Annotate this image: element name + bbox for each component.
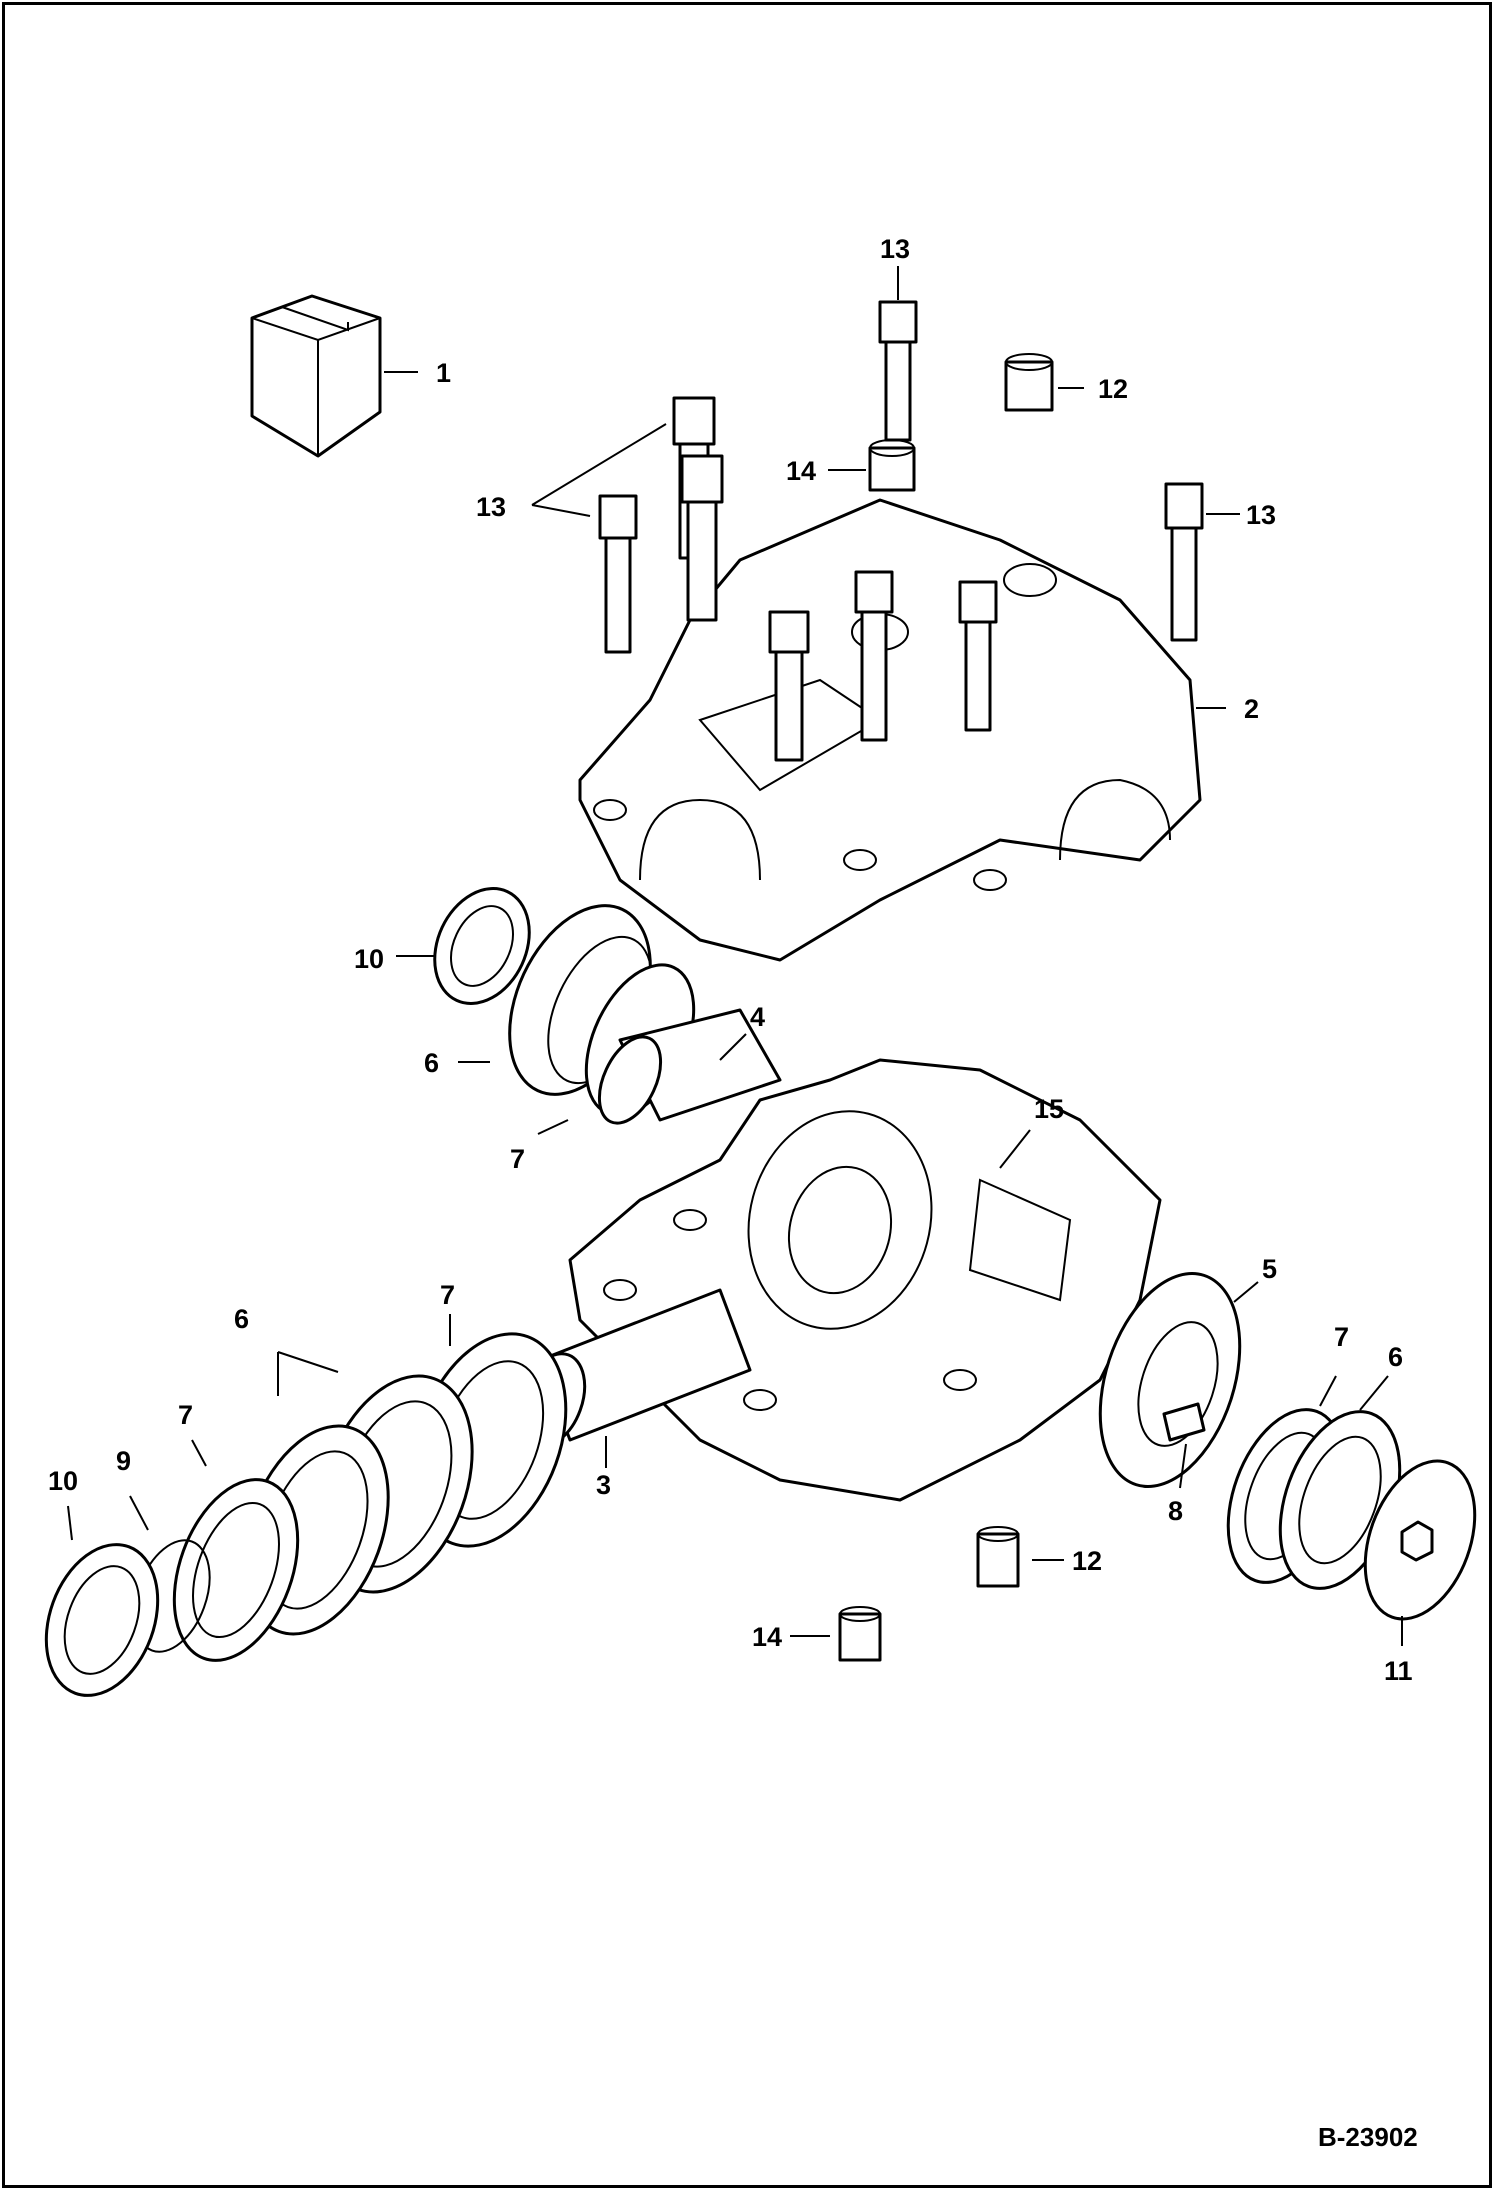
part-8-key <box>1162 1402 1206 1442</box>
callout-12-lower: 12 <box>1072 1546 1102 1576</box>
part-13-bolts <box>598 300 1204 762</box>
callout-13-top: 13 <box>880 234 910 264</box>
callout-6-lower-right: 6 <box>1388 1342 1403 1372</box>
callout-1: 1 <box>436 358 451 388</box>
figure-id: B-23902 <box>1318 2122 1418 2152</box>
callout-15: 15 <box>1034 1094 1064 1124</box>
part-11-nut-cap <box>1363 1459 1477 1621</box>
part-1-kit-box <box>250 294 382 458</box>
parts-12-14-dowels-bottom <box>838 1526 1020 1662</box>
callout-14-upper: 14 <box>786 456 816 486</box>
callout-3: 3 <box>596 1470 611 1500</box>
callout-7-lower-right: 7 <box>1334 1322 1349 1352</box>
callout-13-left: 13 <box>476 492 506 522</box>
callout-8: 8 <box>1168 1496 1183 1526</box>
callout-10-upper: 10 <box>354 944 384 974</box>
callout-6-lower-left: 6 <box>234 1304 249 1334</box>
callout-7-lower-left: 7 <box>178 1400 193 1430</box>
callout-2: 2 <box>1244 694 1259 724</box>
callout-5: 5 <box>1262 1254 1277 1284</box>
callout-13-right: 13 <box>1246 500 1276 530</box>
callout-12-upper: 12 <box>1098 374 1128 404</box>
lower-left-bearing-set <box>44 1332 568 1697</box>
callout-14-lower: 14 <box>752 1622 782 1652</box>
part-5-gear <box>1098 1272 1242 1488</box>
callout-10-lower: 10 <box>48 1466 78 1496</box>
callout-6-upper: 6 <box>424 1048 439 1078</box>
part-4-shaft <box>597 1008 782 1125</box>
part-15-lower-housing <box>568 1058 1162 1502</box>
callout-11: 11 <box>1384 1656 1413 1686</box>
callout-7-middle: 7 <box>440 1280 455 1310</box>
callout-4: 4 <box>750 1002 765 1032</box>
leader-lines <box>67 266 1403 1646</box>
callout-9: 9 <box>116 1446 131 1476</box>
part-2-top-housing <box>578 498 1202 962</box>
callout-7-upper: 7 <box>510 1144 525 1174</box>
callout-labels: 1 2 3 4 5 6 6 6 7 7 7 7 8 9 10 10 11 12 … <box>48 234 1413 1686</box>
parts-12-14-dowels-top <box>868 353 1054 492</box>
